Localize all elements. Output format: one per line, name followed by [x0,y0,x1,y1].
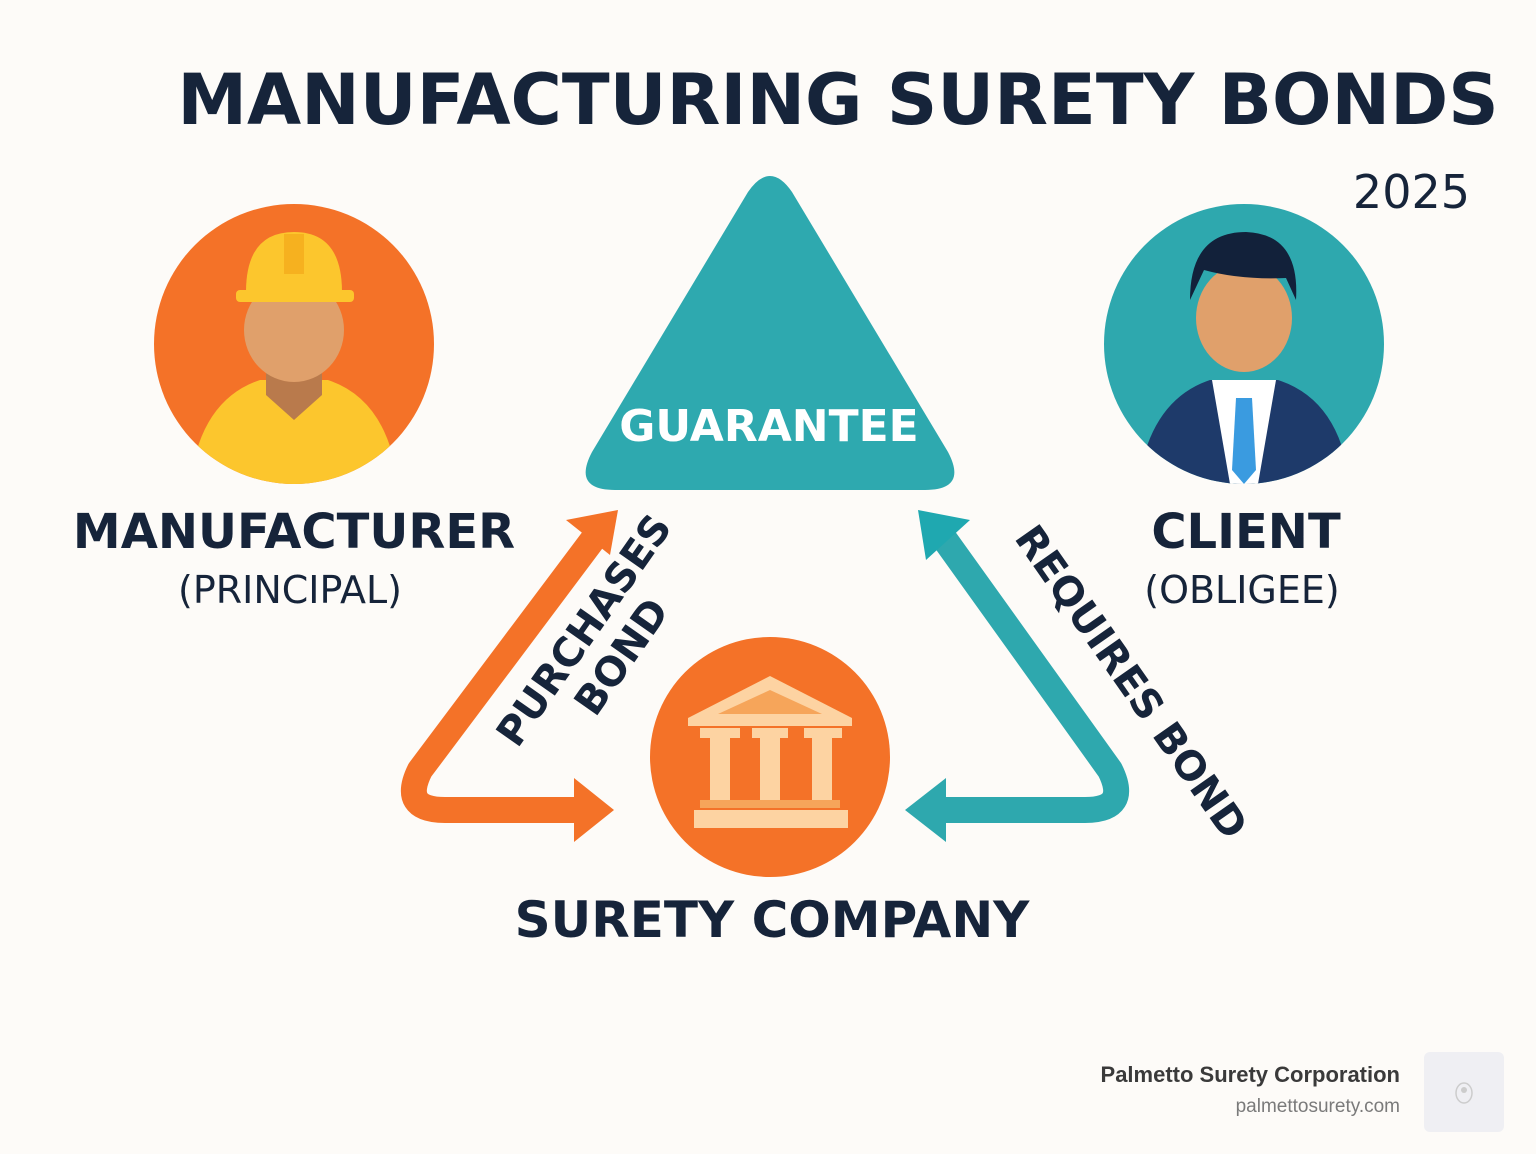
obligee-label: (OBLIGEE) [1144,568,1339,612]
manufacturer-label: MANUFACTURER [73,504,515,560]
surety-company-label: SURETY COMPANY [515,891,1031,949]
footer-branding: Palmetto Surety Corporation palmettosure… [1101,1062,1400,1118]
bank-icon [650,637,890,877]
guarantee-label: GUARANTEE [619,401,918,452]
page-title: MANUFACTURING SURETY BONDS [177,59,1498,141]
company-logo [1424,1052,1504,1132]
company-website: palmettosurety.com [1235,1096,1400,1117]
year-label: 2025 [1353,165,1470,219]
principal-label: (PRINCIPAL) [178,568,402,612]
client-label: CLIENT [1151,504,1341,560]
logo-icon [1455,1082,1473,1104]
requires-bond-arrow [905,510,1130,842]
purchases-bond-arrow [400,510,618,842]
client-icon [1104,204,1384,484]
manufacturer-icon [154,204,434,484]
company-name: Palmetto Surety Corporation [1100,1062,1400,1087]
guarantee-triangle [585,176,955,490]
